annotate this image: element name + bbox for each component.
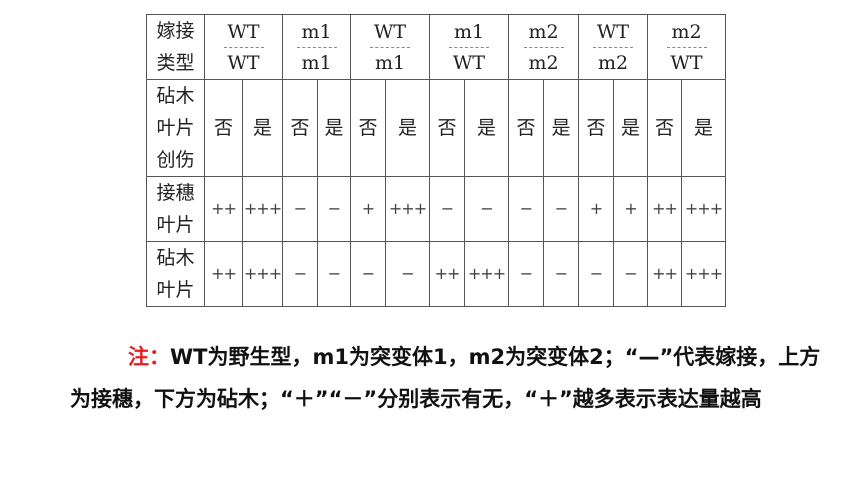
wound-cell: 否 — [429, 79, 465, 177]
wound-cell: 是 — [681, 79, 726, 177]
stock-cell: +++ — [464, 241, 509, 307]
stock-leaf-row: 砧木 叶片 ++ +++ − − − − ++ +++ − − − − ++ +… — [146, 241, 726, 307]
stock-cell: − — [543, 241, 579, 307]
wound-cell: 是 — [613, 79, 648, 177]
table-note: 注：WT为野生型，m1为突变体1，m2为突变体2；“—”代表嫁接，上方为接穗，下… — [70, 336, 822, 420]
note-text: WT为野生型，m1为突变体1，m2为突变体2；“—”代表嫁接，上方为接穗，下方为… — [70, 345, 821, 411]
wound-cell: 否 — [647, 79, 682, 177]
wound-cell: 是 — [543, 79, 579, 177]
stock-cell: − — [578, 241, 614, 307]
scion-cell: + — [350, 176, 386, 242]
stock-leaf-label: 砧木 叶片 — [146, 241, 205, 307]
scion-cell: − — [464, 176, 509, 242]
scion-leaf-label: 接穗 叶片 — [146, 176, 205, 242]
stock-cell: − — [385, 241, 430, 307]
wound-cell: 否 — [204, 79, 243, 177]
scion-cell: +++ — [385, 176, 430, 242]
stock-cell: − — [317, 241, 351, 307]
scion-leaf-row: 接穗 叶片 ++ +++ − − + +++ − − − − + + ++ ++… — [146, 176, 726, 242]
stock-cell: − — [613, 241, 648, 307]
stock-cell: − — [508, 241, 544, 307]
stock-cell: ++ — [647, 241, 682, 307]
scion-cell: +++ — [242, 176, 283, 242]
stock-cell: − — [282, 241, 318, 307]
wound-cell: 是 — [242, 79, 283, 177]
stock-cell: − — [350, 241, 386, 307]
scion-cell: + — [578, 176, 614, 242]
scion-cell: − — [508, 176, 544, 242]
wound-cell: 是 — [317, 79, 351, 177]
scion-cell: − — [543, 176, 579, 242]
wound-cell: 是 — [464, 79, 509, 177]
wound-cell: 否 — [282, 79, 318, 177]
stock-cell: +++ — [242, 241, 283, 307]
wound-cell: 否 — [350, 79, 386, 177]
stock-cell: +++ — [681, 241, 726, 307]
stock-cell: ++ — [204, 241, 243, 307]
scion-cell: − — [282, 176, 318, 242]
wound-cell: 否 — [508, 79, 544, 177]
graft-type-label: 嫁接 类型 — [146, 14, 205, 80]
scion-cell: ++ — [647, 176, 682, 242]
scion-cell: + — [613, 176, 648, 242]
wound-row: 砧木 叶片 创伤 否 是 否 是 否 是 否 是 否 是 否 是 否 是 — [146, 79, 726, 177]
scion-cell: − — [429, 176, 465, 242]
wound-cell: 否 — [578, 79, 614, 177]
wound-cell: 是 — [385, 79, 430, 177]
wound-label: 砧木 叶片 创伤 — [146, 79, 205, 177]
stock-cell: ++ — [429, 241, 465, 307]
note-label: 注： — [128, 345, 170, 369]
scion-cell: +++ — [681, 176, 726, 242]
scion-cell: − — [317, 176, 351, 242]
scion-cell: ++ — [204, 176, 243, 242]
